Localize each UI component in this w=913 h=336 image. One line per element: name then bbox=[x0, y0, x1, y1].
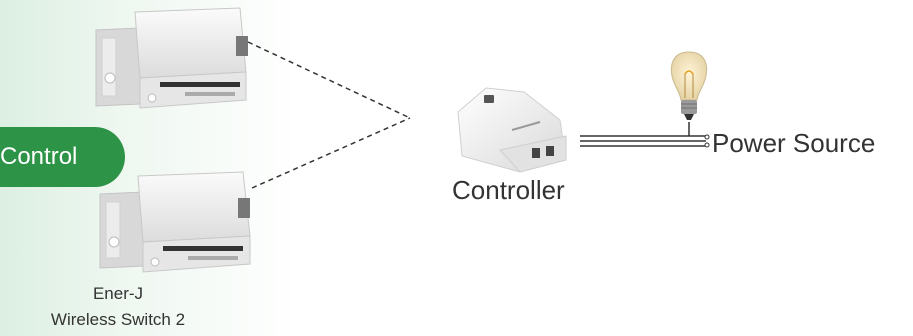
control-button[interactable]: Control bbox=[0, 127, 125, 187]
light-bulb-icon bbox=[670, 51, 708, 120]
controller-label: Controller bbox=[452, 175, 565, 205]
wireless-switch-top bbox=[95, 7, 248, 109]
power-source-label: Power Source bbox=[712, 128, 876, 158]
switch-model-label: Wireless Switch 2 bbox=[50, 310, 186, 329]
controller-device bbox=[457, 87, 567, 173]
wireless-signal-lines bbox=[247, 41, 411, 189]
power-wires bbox=[580, 122, 710, 148]
switch-brand-label: Ener-J bbox=[92, 284, 144, 303]
wireless-switch-bottom bbox=[99, 171, 251, 273]
